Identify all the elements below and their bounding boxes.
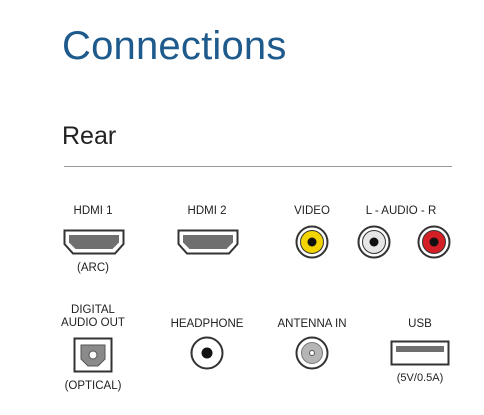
digital-audio-out-port (73, 337, 113, 373)
rca-audio-right-jack-icon (417, 225, 451, 259)
hdmi1-label: HDMI 1 (73, 205, 113, 217)
audio-label: L - AUDIO - R (365, 205, 437, 217)
hdmi-port-icon (63, 229, 125, 255)
headphone-port (190, 336, 224, 370)
usb-port-icon (390, 340, 450, 366)
rca-video-jack-icon (295, 225, 329, 259)
audio-left-port (357, 225, 391, 259)
section-title-rear: Rear (62, 122, 117, 150)
page-title: Connections (62, 24, 287, 68)
usb-port (390, 340, 450, 366)
digital-label-line2: AUDIO OUT (61, 317, 125, 329)
usb-sublabel: (5V/0.5A) (396, 372, 444, 384)
audio-right-port (417, 225, 451, 259)
video-port (295, 225, 329, 259)
hdmi1-sublabel: (ARC) (77, 262, 109, 274)
usb-label: USB (408, 318, 432, 330)
coaxial-antenna-icon (295, 336, 329, 370)
digital-label-line1: DIGITAL (71, 304, 115, 316)
antenna-label: ANTENNA IN (277, 318, 347, 330)
hdmi-port-icon (177, 229, 239, 255)
hdmi2-label: HDMI 2 (187, 205, 227, 217)
hdmi2-port (177, 229, 239, 255)
antenna-in-port (295, 336, 329, 370)
headphone-jack-icon (190, 336, 224, 370)
digital-sublabel: (OPTICAL) (64, 380, 122, 392)
section-divider (64, 166, 452, 167)
video-label: VIDEO (294, 205, 330, 217)
headphone-label: HEADPHONE (170, 318, 244, 330)
hdmi1-port (63, 229, 125, 255)
rca-audio-left-jack-icon (357, 225, 391, 259)
optical-port-icon (73, 337, 113, 373)
